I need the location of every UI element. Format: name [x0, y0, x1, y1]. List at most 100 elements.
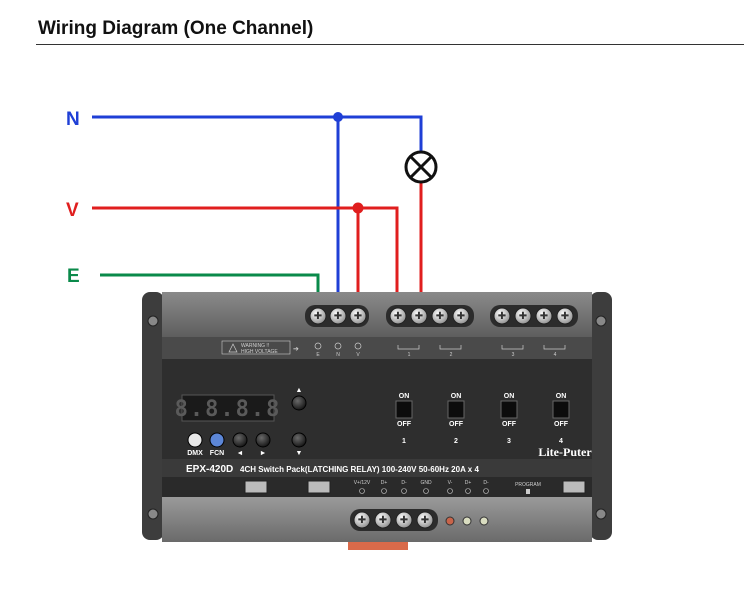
label-vminus: V-	[448, 480, 453, 486]
svg-text:✚: ✚	[379, 515, 387, 526]
left-arrow-icon: ◄	[237, 450, 244, 457]
left-end-cap	[142, 292, 164, 540]
switch-pack-device: ✚ ✚ ✚ ✚ ✚ ✚ ✚ ✚ ✚ ✚ ✚ WARNING !! HIGH VO…	[142, 292, 612, 550]
bracket-label-1: 1	[408, 352, 411, 358]
neutral-junction	[333, 112, 343, 122]
svg-text:✚: ✚	[415, 311, 423, 322]
model-strip	[162, 459, 592, 477]
live-label: V	[66, 200, 79, 221]
dmx-button[interactable]	[187, 432, 203, 448]
channel-bracket-labels	[397, 345, 566, 350]
bracket-label-4: 4	[554, 352, 557, 358]
down-arrow-icon: ▼	[296, 450, 303, 457]
warning-line2: HIGH VOLTAGE	[241, 349, 278, 355]
warning-line1: WARNING !!	[241, 343, 269, 349]
output-terminal-block-2: ✚ ✚ ✚ ✚	[490, 305, 578, 327]
switch-3-off-label: OFF	[502, 421, 517, 428]
program-label: PROGRAM	[515, 482, 541, 488]
switch-2-number: 2	[454, 438, 458, 445]
channel-switch-1[interactable]: ON OFF 1	[395, 393, 413, 445]
right-button[interactable]	[255, 432, 271, 448]
lamp-symbol	[404, 150, 438, 184]
svg-text:✚: ✚	[421, 515, 429, 526]
svg-text:✚: ✚	[400, 515, 408, 526]
low-voltage-terminal-block: ✚ ✚ ✚ ✚	[350, 509, 438, 531]
model-description: 4CH Switch Pack(LATCHING RELAY) 100-240V…	[240, 465, 479, 474]
svg-text:✚: ✚	[394, 311, 402, 322]
brand-logo: Lite-Puter	[538, 445, 592, 459]
seven-segment-display	[181, 394, 275, 422]
right-arrow-icon: ►	[260, 450, 267, 457]
switch-4-off-label: OFF	[554, 421, 569, 428]
label-dminus-2: D-	[483, 480, 489, 486]
svg-text:✚: ✚	[457, 311, 465, 322]
svg-text:✚: ✚	[498, 311, 506, 322]
label-v12: V+/12V	[354, 480, 371, 486]
terminal-label-e: E	[316, 352, 320, 358]
switch-1-off-label: OFF	[397, 421, 412, 428]
earth-label: E	[67, 266, 80, 287]
terminal-label-n: N	[336, 352, 340, 358]
fcn-label: FCN	[210, 450, 224, 457]
program-button[interactable]	[526, 489, 530, 494]
switch-2-on-label: ON	[451, 393, 462, 400]
svg-text:✚: ✚	[519, 311, 527, 322]
switch-3-on-label: ON	[504, 393, 515, 400]
input-terminal-labels: E N V	[314, 342, 362, 358]
status-led-3	[479, 516, 489, 526]
up-arrow-icon: ▲	[296, 387, 303, 394]
input-terminal-block: ✚ ✚ ✚	[305, 305, 369, 327]
din-clip	[348, 542, 408, 550]
channel-switch-4[interactable]: ON OFF 4	[552, 393, 570, 445]
channel-switch-2[interactable]: ON OFF 2	[447, 393, 465, 445]
label-dplus-2: D+	[465, 480, 472, 486]
bracket-label-3: 3	[512, 352, 515, 358]
earth-wire	[100, 273, 320, 300]
terminal-label-v: V	[356, 352, 360, 358]
svg-text:✚: ✚	[358, 515, 366, 526]
svg-text:✚: ✚	[334, 311, 342, 322]
warning-triangle-icon	[228, 343, 238, 353]
svg-text:✚: ✚	[436, 311, 444, 322]
switch-2-off-label: OFF	[449, 421, 464, 428]
display-digits: 8.8.8.8	[175, 397, 282, 422]
status-led-red	[445, 516, 455, 526]
label-gnd: GND	[420, 480, 432, 486]
right-end-cap	[590, 292, 612, 540]
model-number: EPX-420D	[186, 464, 233, 475]
rj45-port-right[interactable]	[562, 480, 586, 494]
live-junction	[352, 202, 364, 214]
rj45-port-left[interactable]	[244, 480, 268, 494]
left-button[interactable]	[232, 432, 248, 448]
label-strip	[162, 337, 592, 359]
live-wire	[92, 182, 423, 300]
channel-switch-3[interactable]: ON OFF 3	[500, 393, 518, 445]
dmx-label: DMX	[187, 450, 203, 457]
switch-1-on-label: ON	[399, 393, 410, 400]
up-button[interactable]	[291, 395, 307, 411]
high-voltage-warning: WARNING !! HIGH VOLTAGE ➔	[221, 340, 299, 355]
status-led-2	[462, 516, 472, 526]
output-terminal-block-1: ✚ ✚ ✚ ✚	[386, 305, 474, 327]
switch-4-on-label: ON	[556, 393, 567, 400]
svg-text:✚: ✚	[561, 311, 569, 322]
down-button[interactable]	[291, 432, 307, 448]
fcn-button[interactable]	[209, 432, 225, 448]
dmx-connector-labels: V+/12V D+ D- GND V- D+ D- PROGRAM	[354, 480, 541, 494]
svg-text:✚: ✚	[540, 311, 548, 322]
label-dplus: D+	[381, 480, 388, 486]
switch-4-number: 4	[559, 438, 563, 445]
neutral-label: N	[66, 109, 80, 130]
bracket-label-2: 2	[450, 352, 453, 358]
page-title: Wiring Diagram (One Channel)	[38, 18, 314, 39]
title-divider	[36, 44, 744, 45]
label-dminus: D-	[401, 480, 407, 486]
svg-text:✚: ✚	[314, 311, 322, 322]
connector-strip	[162, 477, 592, 497]
switch-1-number: 1	[402, 438, 406, 445]
switch-3-number: 3	[507, 438, 511, 445]
arrow-right-icon: ➔	[293, 346, 299, 353]
rj45-port-middle[interactable]	[307, 480, 331, 494]
svg-text:✚: ✚	[354, 311, 362, 322]
